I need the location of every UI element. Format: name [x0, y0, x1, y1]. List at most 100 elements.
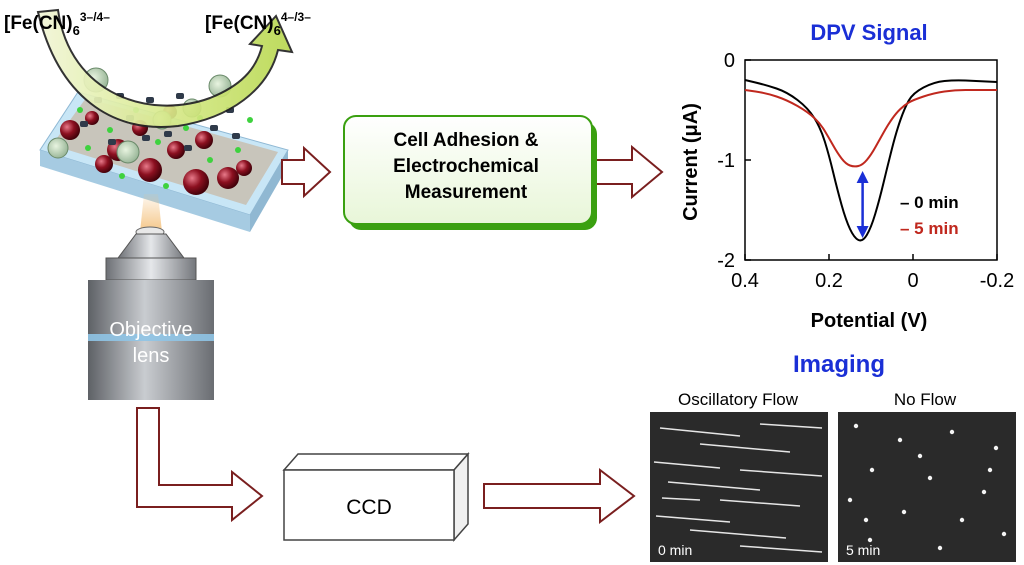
chip-side [40, 150, 250, 232]
particle-antibody [80, 121, 88, 127]
particle-antibody [232, 133, 240, 139]
particle-green [183, 125, 189, 131]
x-tick-label: 0.4 [731, 270, 759, 292]
process-line3: Measurement [405, 182, 528, 203]
cell-dot [981, 489, 987, 495]
process-line1: Cell Adhesion & [394, 130, 539, 151]
cell-dot [1001, 531, 1007, 537]
arrow-process-to-chart [595, 144, 664, 200]
particle-red [138, 158, 162, 182]
chart-title: DPV Signal [810, 20, 927, 45]
cell-dot [869, 467, 875, 473]
legend-entry-0min: – 0 min [900, 193, 959, 212]
particle-antibody [176, 93, 184, 99]
ccd-label: CCD [346, 496, 392, 519]
cell-dot [863, 517, 869, 523]
cell-dot [901, 509, 907, 515]
particle-green [163, 183, 169, 189]
cell-streak [689, 529, 787, 539]
cell-dot [917, 453, 923, 459]
cell-streak [739, 469, 823, 477]
particle-green [207, 157, 213, 163]
cell-dot [897, 437, 903, 443]
particle-red [195, 131, 213, 149]
cell-streak [659, 427, 741, 437]
particle-red [217, 167, 239, 189]
particle-red [85, 111, 99, 125]
particle-antibody [210, 125, 218, 131]
panel-time-0min: 0 min [658, 542, 692, 558]
cell-streak [653, 461, 721, 469]
light-beam [140, 194, 162, 232]
cell-streak [661, 497, 701, 501]
particle-antibody [184, 145, 192, 151]
reagent-right: [Fe(CN)64–/3– [205, 10, 311, 38]
cell-dot [937, 545, 943, 551]
series-lines [744, 79, 998, 242]
cell-dot [927, 475, 933, 481]
cell-dot [959, 517, 965, 523]
cell-dot [853, 423, 859, 429]
particle-antibody [108, 139, 116, 145]
particle-green [85, 145, 91, 151]
cell-dots [847, 423, 1007, 551]
particle-antibody [146, 97, 154, 103]
imaging-title: Imaging [793, 351, 885, 378]
y-tick-label: -2 [717, 250, 735, 272]
particle-antibody [164, 131, 172, 137]
sensor-chip [39, 67, 289, 232]
particle-green [107, 127, 113, 133]
reagent-left: [Fe(CN)63–/4– [4, 10, 110, 38]
particle-green [235, 147, 241, 153]
x-tick-label: 0 [907, 270, 918, 292]
particle-red [95, 155, 113, 173]
x-axis-label: Potential (V) [811, 310, 928, 332]
cell-streak [759, 423, 823, 429]
arrow-lens-to-ccd [136, 407, 264, 523]
series-line-5min [744, 89, 997, 168]
particle-red [60, 120, 80, 140]
particle-cell [116, 140, 140, 164]
x-tick-label: -0.2 [980, 270, 1014, 292]
cell-streak [739, 545, 823, 553]
x-tick-label: 0.2 [815, 270, 843, 292]
objective-label-line1: Objective [109, 319, 192, 341]
particle-green [247, 117, 253, 123]
particle-cell [47, 137, 69, 159]
arrow-chip-to-process [281, 145, 332, 199]
image-panel-noflow [838, 412, 1016, 562]
chip-side-right [250, 150, 288, 232]
chip-particles [47, 67, 253, 195]
arrow-ccd-to-imaging [483, 467, 636, 525]
image-panel-oscillatory [650, 412, 828, 562]
dpv-chart: DPV Signal 0 -1 -2 0.4 0.2 0 -0.2 – 0 min – 5… [680, 20, 1014, 332]
panel-label-noflow: No Flow [894, 390, 957, 409]
cell-streak [655, 515, 731, 523]
particle-green [119, 173, 125, 179]
series-line-0min [744, 79, 998, 242]
y-tick-label: -1 [717, 150, 735, 172]
cell-streaks [653, 423, 823, 553]
y-tick-label: 0 [724, 50, 735, 72]
panel-time-5min: 5 min [846, 542, 880, 558]
particle-red [236, 160, 252, 176]
cell-dot [867, 537, 873, 543]
particle-green [77, 107, 83, 113]
particle-red [167, 141, 185, 159]
particle-green [155, 139, 161, 145]
cell-dot [993, 445, 999, 451]
cell-streak [667, 481, 761, 491]
imaging-section: Imaging Oscillatory Flow No Flow 0 min 5… [650, 351, 1016, 562]
process-box: Cell Adhesion & Electrochemical Measurem… [343, 115, 597, 230]
y-axis-label: Current (μA) [680, 103, 702, 221]
legend-entry-5min: – 5 min [900, 219, 959, 238]
flow-arc-arrow [36, 8, 294, 128]
ccd-box: CCD [282, 452, 470, 542]
cell-streak [699, 443, 791, 453]
cell-dot [847, 497, 853, 503]
objective-lens: Objective lens [88, 226, 214, 400]
x-ticks: 0.4 0.2 0 -0.2 [731, 254, 1014, 292]
process-line2: Electrochemical [393, 156, 539, 177]
objective-label-line2: lens [133, 345, 170, 367]
